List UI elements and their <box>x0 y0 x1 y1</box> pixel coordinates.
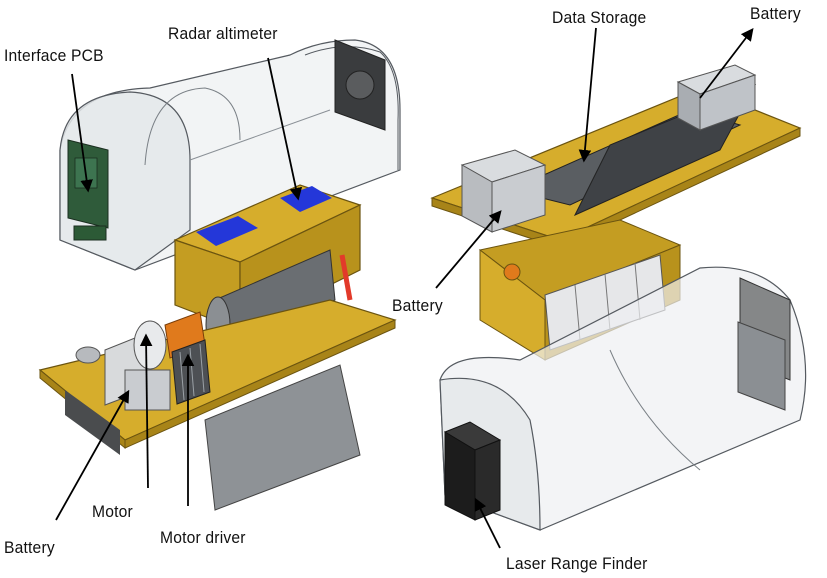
label-motor: Motor <box>92 502 133 521</box>
label-battery-top: Battery <box>750 4 801 23</box>
arrow-radar-altimeter <box>267 57 303 201</box>
arrow-data-storage <box>578 27 597 163</box>
battery-box-plate <box>460 149 547 233</box>
leader-lines <box>55 27 754 549</box>
arrow-laser-range-finder <box>474 497 501 549</box>
arrow-interface-pcb <box>71 73 93 193</box>
laser-range-finder-box <box>443 421 502 521</box>
label-battery-mid: Battery <box>392 296 443 315</box>
battery-box-top <box>676 64 757 131</box>
arrow-motor <box>139 333 153 489</box>
motor-unit <box>75 311 206 411</box>
motor-driver-unit <box>171 339 211 405</box>
label-data-storage: Data Storage <box>552 8 647 27</box>
left-base-plate <box>38 299 397 511</box>
arrow-battery-mid <box>435 210 502 289</box>
left-assembly <box>38 39 401 511</box>
arrow-battery-top <box>699 27 754 99</box>
label-laser-range-finder: Laser Range Finder <box>506 554 648 573</box>
radar-block <box>173 184 362 354</box>
label-interface-pcb: Interface PCB <box>4 46 104 65</box>
label-radar-altimeter: Radar altimeter <box>168 24 278 43</box>
label-motor-driver: Motor driver <box>160 528 246 547</box>
label-battery-bottom: Battery <box>4 538 55 557</box>
arrow-battery-bottom <box>55 389 130 521</box>
right-assembly <box>430 64 807 531</box>
